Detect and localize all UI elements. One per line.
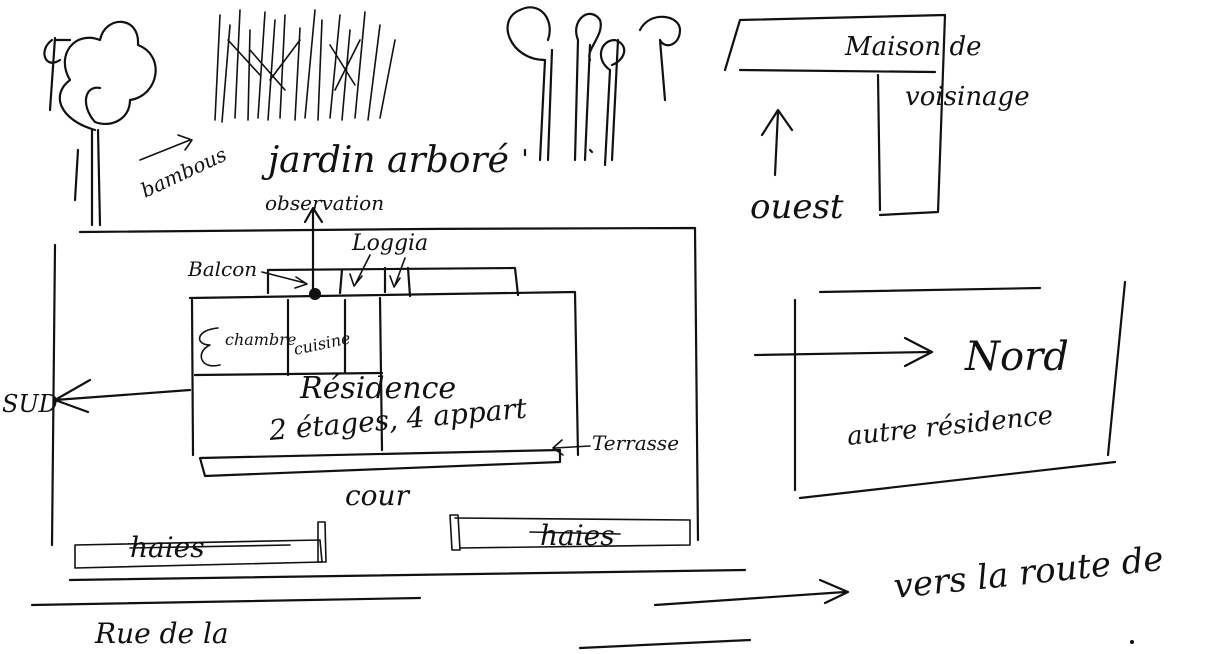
ouest-label: ouest xyxy=(750,187,844,227)
cour-label: cour xyxy=(345,479,411,512)
nord-label: Nord xyxy=(964,334,1069,380)
sud-arrow xyxy=(53,378,192,414)
balcon-dot xyxy=(309,288,321,300)
loggia-arrows xyxy=(349,254,406,288)
autre-residence-building xyxy=(793,280,1127,500)
maison-label-line1: Maison de xyxy=(844,32,981,62)
autre-residence-label: autre résidence xyxy=(846,400,1055,451)
street-line-1 xyxy=(68,568,747,582)
street-line-3 xyxy=(578,638,752,650)
bamboo-icon xyxy=(214,9,396,123)
balcon-arrow xyxy=(261,271,308,289)
chambre-arrow xyxy=(198,327,221,367)
plot-boundary xyxy=(50,226,700,547)
residence-label-line1: Résidence xyxy=(299,371,456,406)
ink-dot xyxy=(1130,640,1134,644)
route-label: vers la route de xyxy=(892,539,1166,607)
bambous-arrow xyxy=(139,134,193,161)
loggia-label: Loggia xyxy=(351,231,428,256)
rue-label: Rue de la xyxy=(94,617,229,650)
observation-label: observation xyxy=(265,191,384,215)
balcon-label: Balcon xyxy=(187,257,257,281)
cuisine-label: cuisine xyxy=(292,328,352,359)
chambre-label: chambre xyxy=(225,330,296,349)
bambous-label: bambous xyxy=(137,142,230,203)
nord-arrow xyxy=(753,336,934,368)
maison-voisinage xyxy=(723,13,947,217)
maison-label-line2: voisinage xyxy=(905,82,1030,112)
ouest-arrow xyxy=(760,108,794,177)
observation-arrow xyxy=(303,206,324,292)
street-line-2 xyxy=(30,596,422,607)
route-arrow xyxy=(653,578,850,607)
tree-middle-icon xyxy=(506,6,682,167)
terrasse-arrow xyxy=(552,439,591,456)
terrasse-label: Terrasse xyxy=(592,431,679,455)
haies-left-label: haies xyxy=(130,531,205,564)
hedges xyxy=(74,514,691,569)
jardin-label: jardin arboré xyxy=(261,140,509,181)
haies-right-label: haies xyxy=(540,519,615,552)
tree-left-icon xyxy=(43,20,157,227)
sud-label: SUD xyxy=(2,390,58,418)
